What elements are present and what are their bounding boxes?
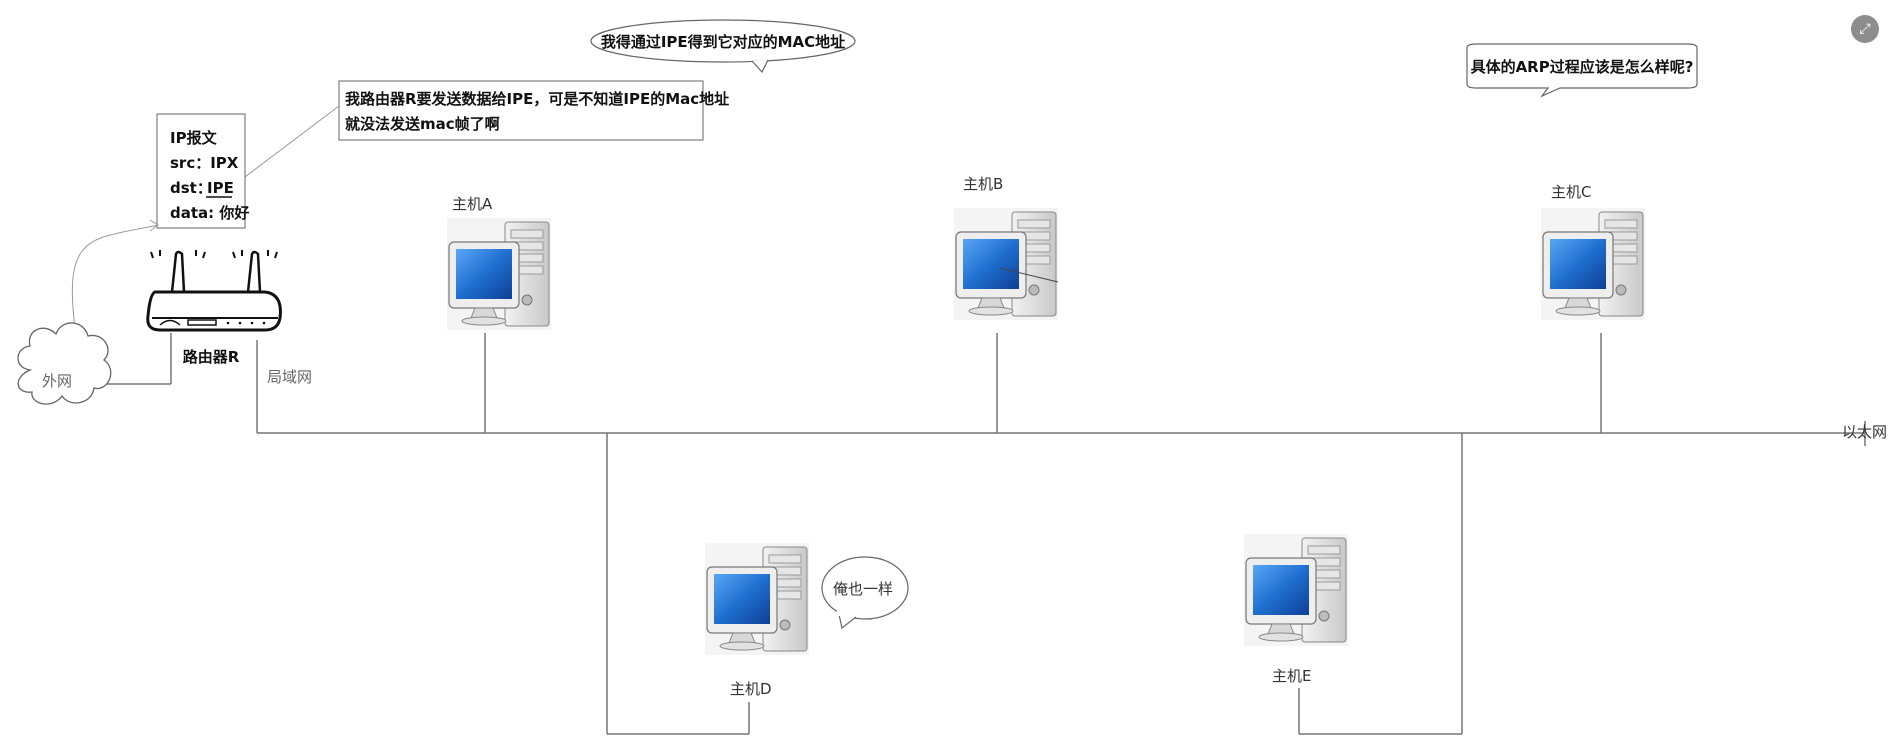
host-d-label: 主机D — [730, 680, 772, 698]
bubble-top-text: 我得通过IPE得到它对应的MAC地址 — [601, 33, 845, 51]
ethernet-label: 以太网 — [1842, 423, 1887, 441]
ip-packet-src: src：IPX — [170, 154, 239, 172]
ethernet-bus — [105, 333, 1866, 735]
host-e-label: 主机E — [1272, 667, 1311, 685]
host-a: 主机A — [446, 195, 552, 331]
router-note-line1: 我路由器R要发送数据给IPE，可是不知道IPE的Mac地址 — [345, 90, 729, 108]
computer-icon — [704, 542, 810, 656]
expand-icon[interactable]: ⤢ — [1851, 15, 1879, 43]
host-e: 主机E — [1243, 533, 1349, 685]
ip-packet-data: data: 你好 — [170, 204, 249, 222]
host-b-label: 主机B — [963, 175, 1003, 193]
router-label: 路由器R — [183, 348, 240, 366]
router-note: 我路由器R要发送数据给IPE，可是不知道IPE的Mac地址 就没法发送mac帧了… — [220, 80, 729, 196]
host-c: 主机C — [1540, 183, 1646, 321]
host-d: 主机D — [704, 542, 810, 698]
flow-arrow — [71, 224, 159, 343]
ip-packet-dst-label: dst： — [170, 179, 212, 197]
speech-bubble-right: 具体的ARP过程应该是怎么样呢? — [1466, 43, 1698, 98]
computer-icon — [1243, 533, 1349, 647]
host-a-label: 主机A — [452, 195, 493, 213]
computer-icon — [446, 217, 552, 331]
speech-bubble-d: 俺也一样 — [821, 556, 909, 630]
host-c-label: 主机C — [1551, 183, 1591, 201]
cloud-label: 外网 — [42, 372, 72, 390]
router-note-line2: 就没法发送mac帧了啊 — [345, 115, 500, 133]
computer-icon — [1540, 207, 1646, 321]
bubble-right-text: 具体的ARP过程应该是怎么样呢? — [1471, 58, 1694, 76]
computer-icon — [953, 207, 1059, 321]
ip-packet-box: IP报文 src：IPX dst： IPE data: 你好 — [156, 113, 249, 229]
ip-packet-title: IP报文 — [170, 129, 218, 147]
speech-bubble-top: 我得通过IPE得到它对应的MAC地址 — [590, 19, 856, 74]
bubble-d-text: 俺也一样 — [833, 580, 893, 598]
router-icon — [146, 250, 282, 332]
cloud-icon: 外网 — [17, 322, 112, 405]
ip-packet-dst-value: IPE — [207, 179, 234, 197]
host-b: 主机B — [953, 175, 1059, 321]
lan-label: 局域网 — [267, 368, 312, 386]
